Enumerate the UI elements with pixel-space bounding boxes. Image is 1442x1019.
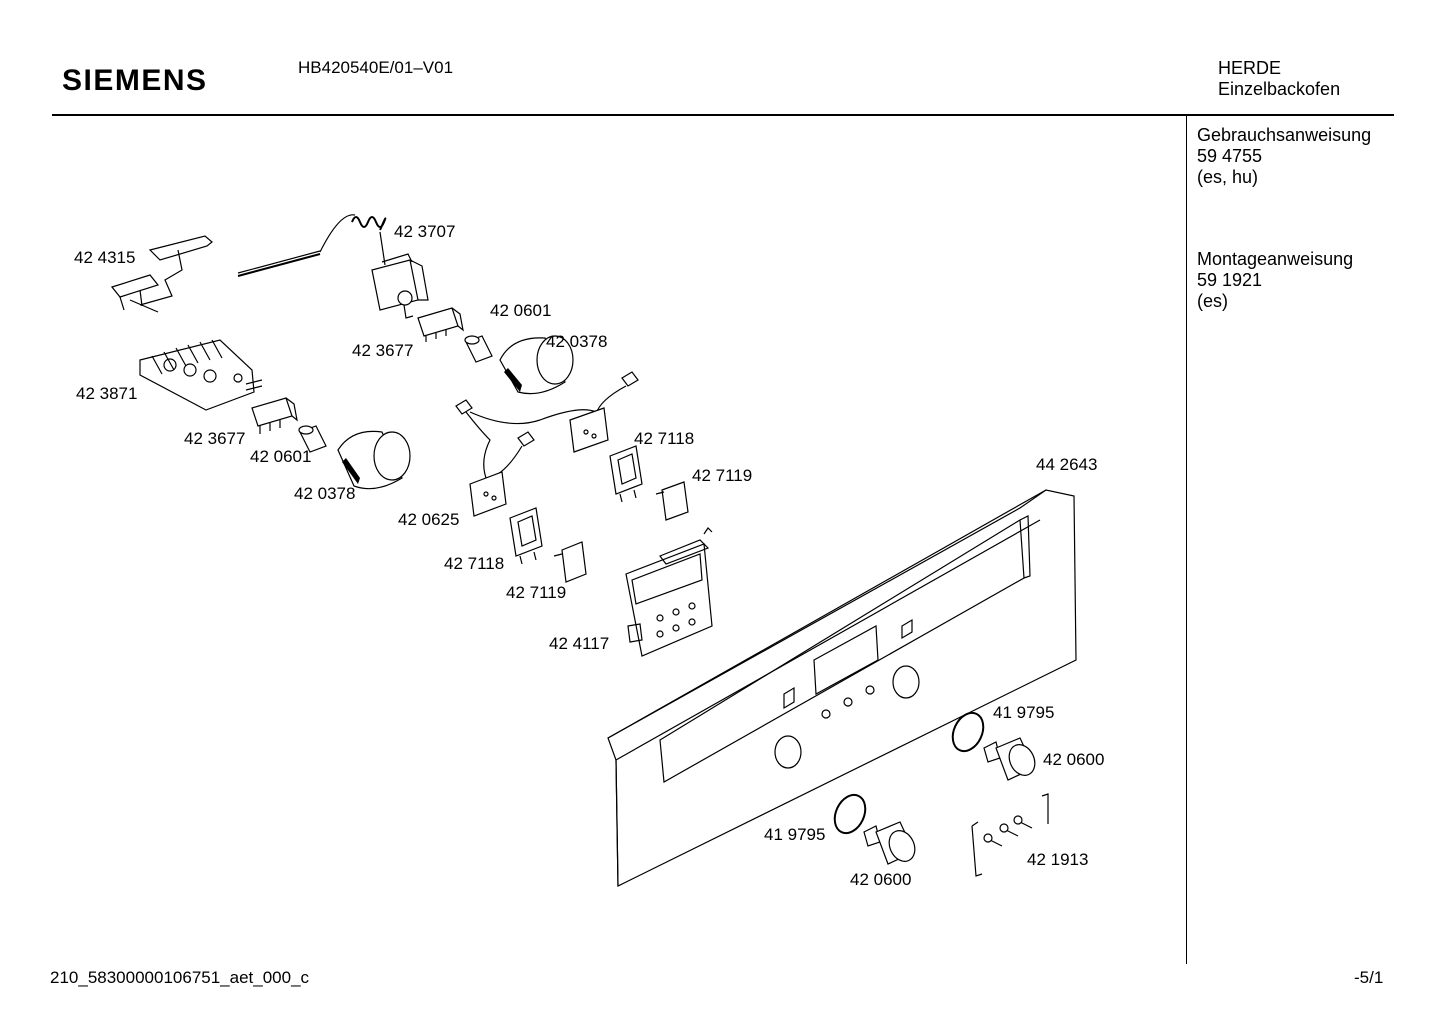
part-drawing-423677-a xyxy=(417,307,464,342)
document-languages: (es) xyxy=(1197,291,1228,311)
part-drawing-wiring xyxy=(455,371,639,479)
part-drawing-442643 xyxy=(607,489,1077,887)
brand-logo: SIEMENS xyxy=(62,64,208,97)
part-label: 42 7118 xyxy=(634,429,694,448)
document-title: Montageanweisung xyxy=(1197,249,1354,269)
part-drawing-420625 xyxy=(469,407,609,517)
part-drawing-423871 xyxy=(139,339,263,411)
part-label: 42 0600 xyxy=(1043,750,1104,769)
part-label: 42 7119 xyxy=(506,583,566,602)
model-number: HB420540E/01–V01 xyxy=(298,58,454,77)
sidebar-divider xyxy=(1186,116,1187,964)
category: HERDE Einzelbackofen xyxy=(1218,58,1340,100)
document-languages: (es, hu) xyxy=(1197,167,1259,187)
part-drawing-427118-a xyxy=(609,445,643,503)
part-label: 42 1913 xyxy=(1027,850,1088,869)
part-label: 42 0378 xyxy=(546,332,607,351)
part-label: 42 4315 xyxy=(74,248,135,267)
part-drawing-419795-a xyxy=(951,711,985,753)
part-drawing-421913 xyxy=(971,793,1049,877)
part-drawing-424315 xyxy=(110,235,213,313)
part-label: 42 3677 xyxy=(184,429,245,448)
part-label: 42 3707 xyxy=(394,222,455,241)
part-label: 41 9795 xyxy=(764,825,825,844)
part-drawing-420601-a xyxy=(464,335,493,363)
drawing-id: 210_58300000106751_aet_000_c xyxy=(50,968,310,987)
part-drawing-424117 xyxy=(625,527,713,657)
document-title: Gebrauchsanweisung xyxy=(1197,125,1372,145)
part-drawing-420600-a xyxy=(983,737,1036,781)
part-drawing-420601-b xyxy=(298,425,327,453)
part-label: 42 7118 xyxy=(444,554,504,573)
document-number: 59 1921 xyxy=(1197,270,1263,290)
part-label: 42 7119 xyxy=(692,466,752,485)
part-label: 41 9795 xyxy=(993,703,1054,722)
category-line-2: Einzelbackofen xyxy=(1218,79,1341,99)
part-label: 42 0600 xyxy=(850,870,911,889)
part-label: 42 0601 xyxy=(490,301,551,320)
part-drawing-423677-b xyxy=(251,397,298,434)
part-drawing-427119-b xyxy=(553,541,587,583)
part-label: 42 0378 xyxy=(294,484,355,503)
part-drawing-419795-b xyxy=(833,793,867,835)
part-drawing-427119-a xyxy=(655,481,689,521)
part-drawing-427118-b xyxy=(509,507,543,565)
part-label: 42 3677 xyxy=(352,341,413,360)
category-line-1: HERDE xyxy=(1218,58,1282,78)
part-label: 44 2643 xyxy=(1036,455,1097,474)
part-drawing-420378-b xyxy=(337,430,411,490)
document-installation-manual: Montageanweisung 59 1921 (es) xyxy=(1197,249,1353,312)
header-divider xyxy=(52,114,1394,116)
part-drawing-423707 xyxy=(237,214,429,319)
part-label: 42 0601 xyxy=(250,447,311,466)
part-drawing-420378-a xyxy=(499,335,574,395)
document-user-manual: Gebrauchsanweisung 59 4755 (es, hu) xyxy=(1197,125,1371,188)
part-label: 42 0625 xyxy=(398,510,459,529)
page-number: -5/1 xyxy=(1354,968,1384,987)
part-label: 42 3871 xyxy=(76,384,137,403)
part-label: 42 4117 xyxy=(549,634,609,653)
document-number: 59 4755 xyxy=(1197,146,1263,166)
part-drawing-420600-b xyxy=(863,821,916,865)
